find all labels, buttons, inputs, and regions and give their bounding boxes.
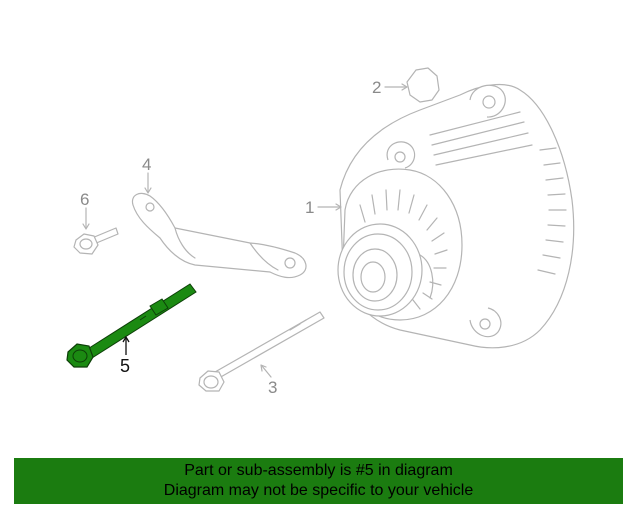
banner-line-disclaimer: Diagram may not be specific to your vehi… (163, 482, 474, 499)
alternator-part[interactable] (337, 84, 575, 349)
long-bolt-part[interactable] (198, 311, 325, 392)
callout-2: 2 (372, 78, 381, 97)
small-bolt-part[interactable] (73, 227, 119, 255)
parts-diagram: 2 1 4 6 3 5 (66, 67, 575, 397)
callout-3: 3 (268, 378, 277, 397)
bracket-part[interactable] (131, 192, 307, 279)
callout-5: 5 (120, 356, 130, 376)
leader-lines (82, 83, 408, 378)
nut-part[interactable] (406, 67, 440, 103)
callout-4: 4 (142, 155, 151, 174)
highlighted-bolt-part-5[interactable] (66, 283, 197, 368)
callout-6: 6 (80, 190, 89, 209)
info-banner: Part or sub-assembly is #5 in diagram Di… (14, 458, 623, 504)
banner-line-part-number: Part or sub-assembly is #5 in diagram (184, 462, 453, 479)
callout-1: 1 (305, 198, 314, 217)
